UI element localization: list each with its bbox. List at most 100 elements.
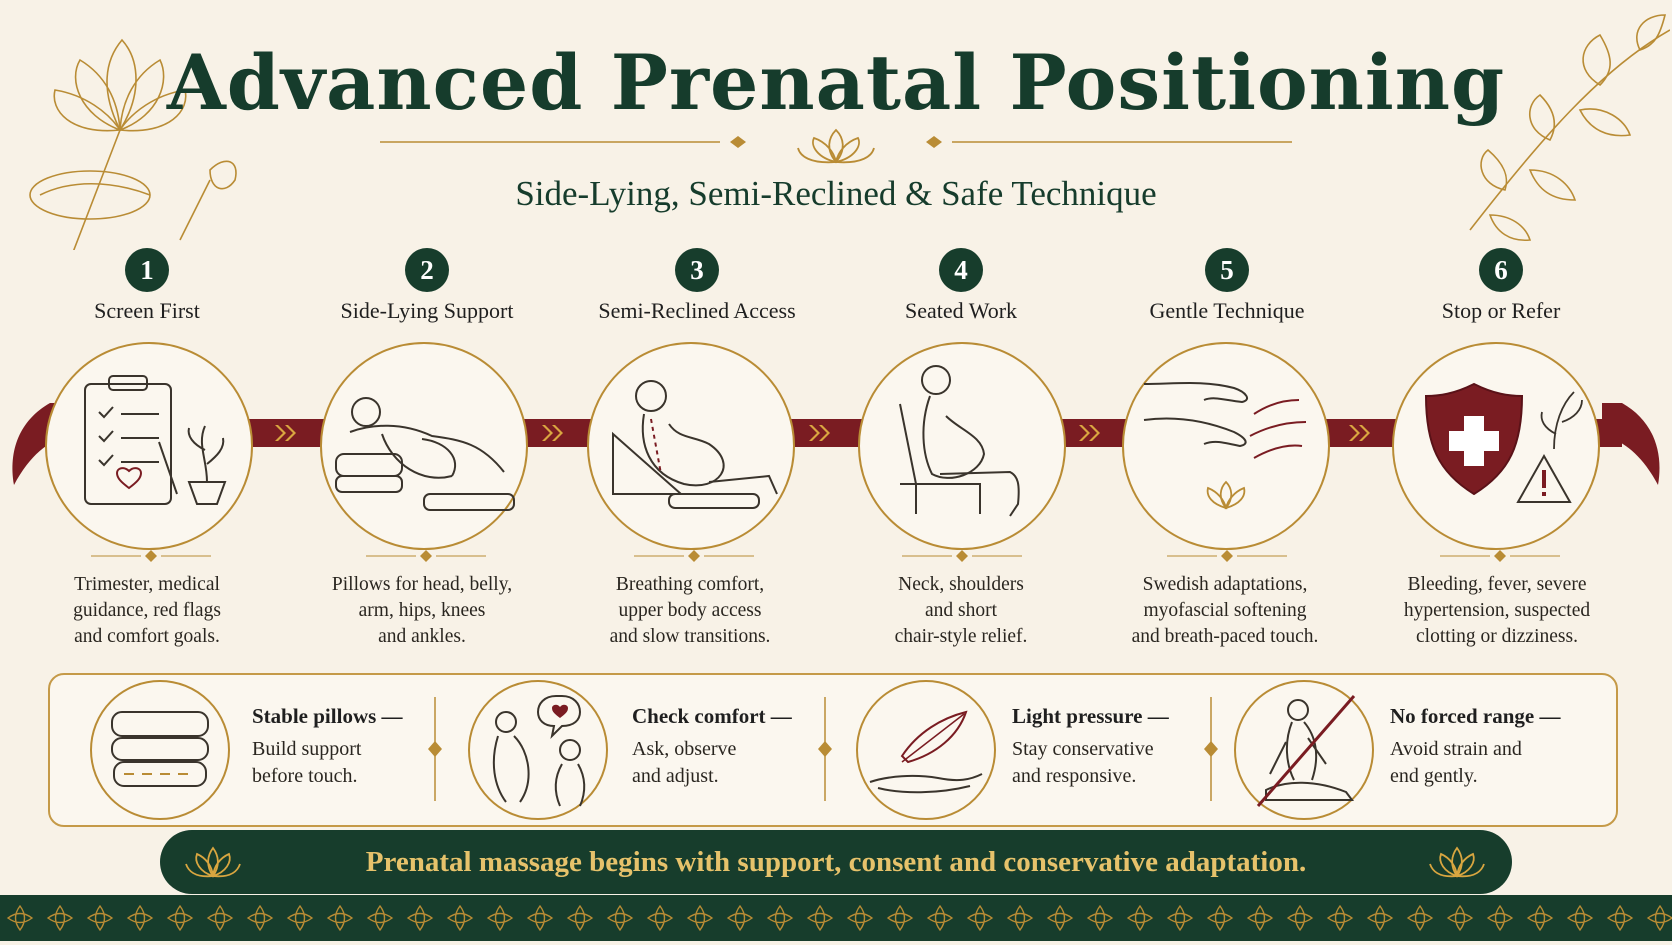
ornament [326, 904, 354, 932]
ornament [1086, 904, 1114, 932]
tip-3-text: Stay conservative and responsive. [1012, 738, 1154, 787]
step-number: 6 [1479, 248, 1523, 292]
tip-4-text: Avoid strain and end gently. [1390, 738, 1522, 787]
page-subtitle: Side-Lying, Semi-Reclined & Safe Techniq… [515, 174, 1157, 213]
tip-4-title: No forced range — [1390, 704, 1561, 728]
ornament [486, 904, 514, 932]
ornament [366, 904, 394, 932]
ornament [886, 904, 914, 932]
ornament [646, 904, 674, 932]
ornament [206, 904, 234, 932]
clipboard-icon [84, 375, 227, 505]
ornament [1566, 904, 1594, 932]
step-3-description: Breathing comfort, upper body access and… [609, 574, 771, 647]
ornament [1526, 904, 1554, 932]
step-3-illustration [587, 342, 795, 550]
step-2: 2 Side-Lying Support [312, 248, 542, 324]
ornament [1246, 904, 1274, 932]
step-5-illustration [1122, 342, 1330, 550]
ornament [566, 904, 594, 932]
ornament [1046, 904, 1074, 932]
lotus-icon [1206, 480, 1246, 510]
ornament [606, 904, 634, 932]
tip-separator [428, 697, 442, 801]
ornament [966, 904, 994, 932]
ornament [726, 904, 754, 932]
step-number: 1 [125, 248, 169, 292]
step-number: 2 [405, 248, 449, 292]
step-number: 5 [1205, 248, 1249, 292]
tip-2-illustration [468, 680, 608, 820]
tip-2-title: Check comfort — [632, 704, 792, 728]
closing-banner [160, 830, 1512, 894]
ornament [1646, 904, 1672, 932]
ornament [1406, 904, 1434, 932]
step-title: Gentle Technique [1149, 298, 1305, 323]
ornament [1326, 904, 1354, 932]
step-title: Side-Lying Support [340, 298, 514, 323]
step-number: 4 [939, 248, 983, 292]
small-divider [1167, 550, 1287, 562]
step-6-illustration [1392, 342, 1600, 550]
leaf-branch-decoration-icon [1469, 14, 1670, 241]
tip-1-title: Stable pillows — [252, 704, 403, 728]
seated-icon [899, 365, 1020, 517]
small-divider [1440, 550, 1560, 562]
ornament [6, 904, 34, 932]
banner-text: Prenatal massage begins with support, co… [365, 846, 1307, 878]
ornament [766, 904, 794, 932]
hands-icon [1143, 382, 1307, 510]
small-divider [366, 550, 486, 562]
ornament [926, 904, 954, 932]
ornament [1366, 904, 1394, 932]
step-title: Stop or Refer [1441, 298, 1561, 323]
step-4: 4 Seated Work [846, 248, 1076, 324]
ornament [846, 904, 874, 932]
footer-border [0, 895, 1672, 941]
ornament [1446, 904, 1474, 932]
step-1-illustration [45, 342, 253, 550]
process-ribbon [12, 403, 1660, 485]
feather-hand-icon [869, 710, 983, 794]
tip-4-illustration [1234, 680, 1374, 820]
ornament [1006, 904, 1034, 932]
step-2-illustration [320, 342, 528, 550]
step-title: Semi-Reclined Access [598, 298, 796, 323]
step-5-description: Swedish adaptations, myofascial softenin… [1131, 574, 1319, 647]
tip-separator [1204, 697, 1218, 801]
ornament [46, 904, 74, 932]
tip-1-illustration [90, 680, 230, 820]
step-4-illustration [858, 342, 1066, 550]
tip-2-text: Ask, observe and adjust. [632, 738, 737, 787]
shield-icon [1424, 382, 1583, 503]
ornament [86, 904, 114, 932]
lotus-icon [1429, 846, 1485, 878]
step-6: 6 Stop or Refer [1386, 248, 1616, 324]
title-divider [380, 128, 1292, 164]
small-divider [634, 550, 754, 562]
ornament [1286, 904, 1314, 932]
step-5: 5 Gentle Technique [1112, 248, 1342, 324]
step-number: 3 [675, 248, 719, 292]
step-4-description: Neck, shoulders and short chair-style re… [894, 574, 1028, 647]
tip-3-illustration [856, 680, 996, 820]
ornament [126, 904, 154, 932]
small-divider [91, 550, 211, 562]
small-divider [902, 550, 1022, 562]
ornament [1126, 904, 1154, 932]
lotus-icon [185, 846, 241, 878]
step-2-description: Pillows for head, belly, arm, hips, knee… [331, 574, 513, 647]
ornament [406, 904, 434, 932]
ornament [166, 904, 194, 932]
step-title: Seated Work [904, 298, 1018, 323]
ornament [1606, 904, 1634, 932]
side-lying-icon [335, 397, 515, 511]
ornament [1166, 904, 1194, 932]
step-3: 3 Semi-Reclined Access [582, 248, 812, 324]
tip-3-title: Light pressure — [1012, 704, 1169, 728]
ornament [1206, 904, 1234, 932]
pillow-stack-icon [111, 711, 209, 787]
conversation-icon [492, 695, 586, 807]
step-6-description: Bleeding, fever, severe hypertension, su… [1403, 574, 1591, 647]
ornament [286, 904, 314, 932]
